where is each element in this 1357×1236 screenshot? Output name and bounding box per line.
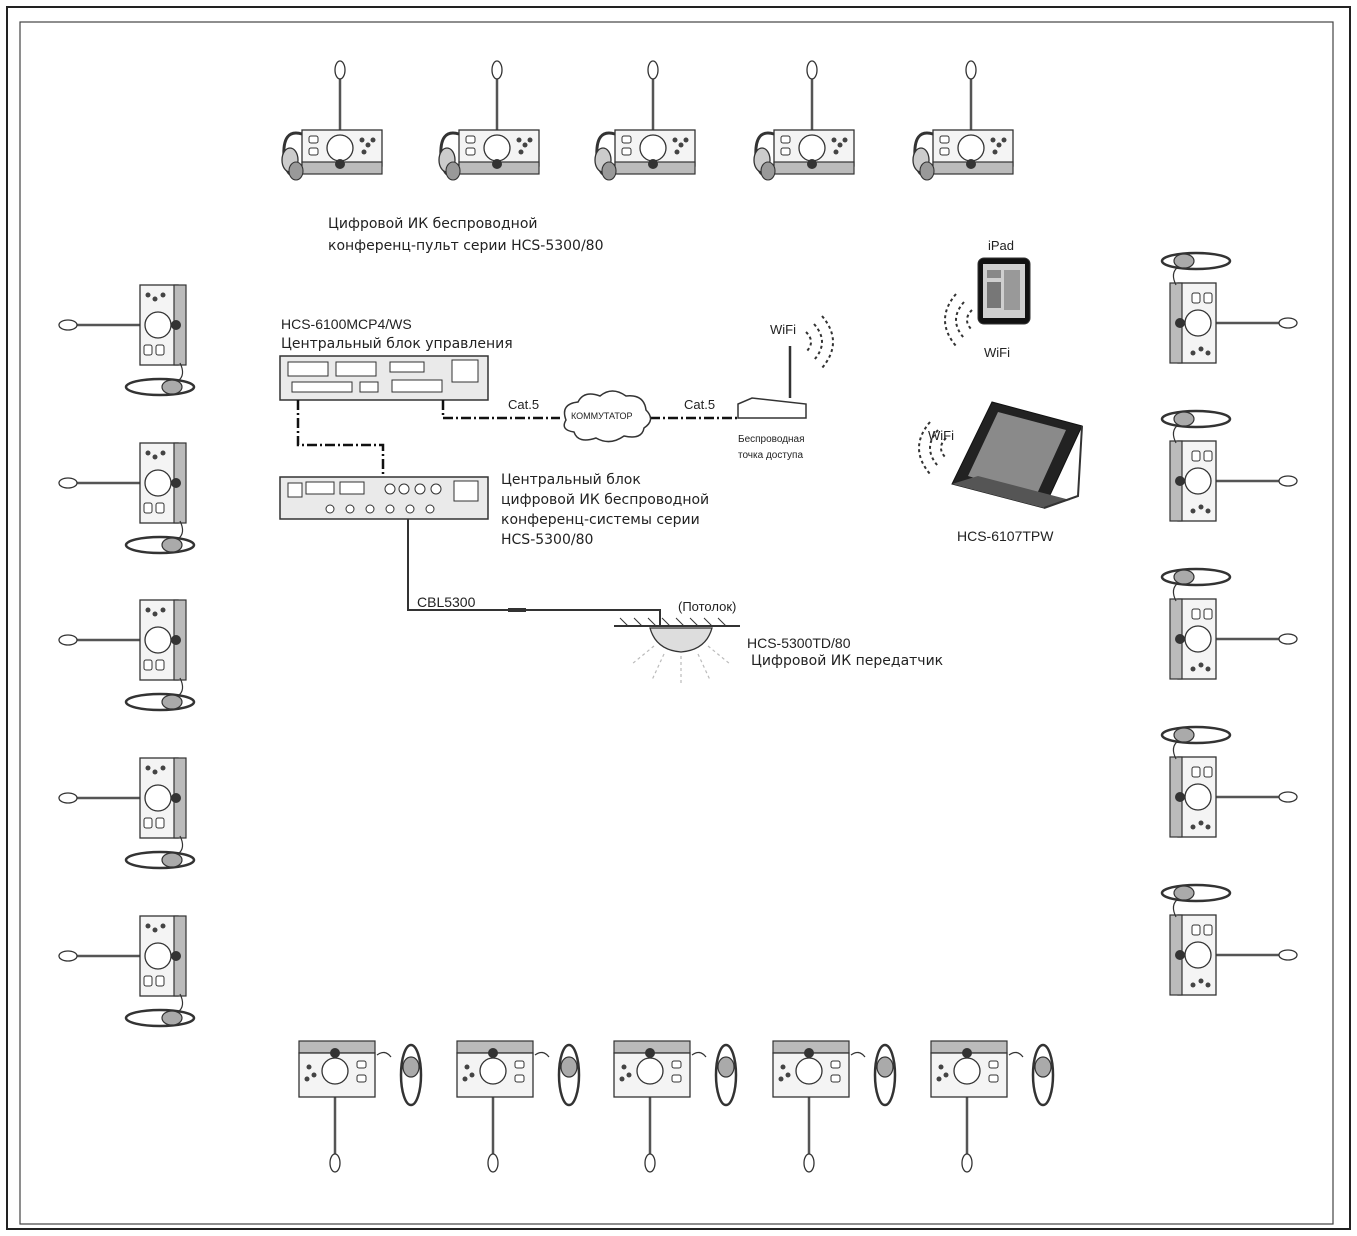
control-unit-model: HCS-6100MCP4/WS xyxy=(281,316,412,332)
transmitter-name: Цифровой ИК передатчик xyxy=(751,653,944,669)
delegate-unit xyxy=(1160,409,1299,523)
delegate-unit xyxy=(57,914,196,1028)
cbl-label: CBL5300 xyxy=(417,594,476,610)
wifi-icon xyxy=(944,293,973,347)
switch-label: КОММУТАТОР xyxy=(571,411,633,421)
access-point-wifi-label: WiFi xyxy=(770,322,796,337)
main-unit-line1: Центральный блок xyxy=(501,472,641,488)
delegate-unit xyxy=(437,59,541,182)
ipad-device xyxy=(977,257,1031,325)
touch-panel-device xyxy=(951,401,1083,509)
control-unit-name: Центральный блок управления xyxy=(281,336,513,352)
delegate-unit-label-line2: конференц-пульт серии HCS-5300/80 xyxy=(328,238,604,254)
ipad-wifi-label: WiFi xyxy=(984,345,1010,360)
delegate-unit xyxy=(1160,883,1299,997)
cables xyxy=(296,400,738,477)
delegate-unit xyxy=(1160,725,1299,839)
main-unit-line3: конференц-системы серии xyxy=(501,512,700,528)
inner-frame xyxy=(19,21,1334,1225)
ceiling-label: (Потолок) xyxy=(678,599,737,614)
delegate-unit xyxy=(57,441,196,555)
right-delegate-units xyxy=(1160,251,1299,997)
left-delegate-units xyxy=(57,283,196,1028)
ceiling-transmitter xyxy=(614,617,740,686)
outer-frame xyxy=(6,6,1351,1230)
cbl5300-cable xyxy=(407,519,508,611)
bottom-delegate-units xyxy=(297,1039,1055,1174)
delegate-unit xyxy=(57,756,196,870)
top-delegate-units xyxy=(280,59,1015,182)
wifi-icon xyxy=(805,315,834,369)
delegate-unit xyxy=(455,1039,581,1174)
delegate-unit xyxy=(612,1039,738,1174)
delegate-unit xyxy=(297,1039,423,1174)
delegate-unit xyxy=(752,59,856,182)
wireless-main-unit-device xyxy=(279,476,489,520)
delegate-unit xyxy=(911,59,1015,182)
access-point-label-line2: точка доступа xyxy=(738,450,804,461)
control-unit-device xyxy=(279,355,489,401)
delegate-unit xyxy=(1160,251,1299,365)
delegate-unit xyxy=(57,598,196,712)
delegate-unit xyxy=(57,283,196,397)
main-unit-line2: цифровой ИК беспроводной xyxy=(501,492,710,508)
delegate-unit xyxy=(1160,567,1299,681)
delegate-unit-label-line1: Цифровой ИК беспроводной xyxy=(328,216,538,232)
touch-panel-model: HCS-6107TPW xyxy=(957,528,1054,544)
delegate-unit xyxy=(280,59,384,182)
main-unit-line4: HCS-5300/80 xyxy=(501,532,594,548)
cable-label-left: Cat.5 xyxy=(508,397,540,412)
ipad-label: iPad xyxy=(988,238,1015,253)
transmitter-model: HCS-5300TD/80 xyxy=(747,635,851,651)
access-point-device xyxy=(737,346,807,419)
switch-cloud xyxy=(563,390,652,443)
access-point-label-line1: Беспроводная xyxy=(738,434,805,445)
cable-label-right: Cat.5 xyxy=(684,397,716,412)
delegate-unit xyxy=(593,59,697,182)
touch-panel-wifi-label: WiFi xyxy=(928,428,954,443)
delegate-unit xyxy=(771,1039,897,1174)
delegate-unit xyxy=(929,1039,1055,1174)
